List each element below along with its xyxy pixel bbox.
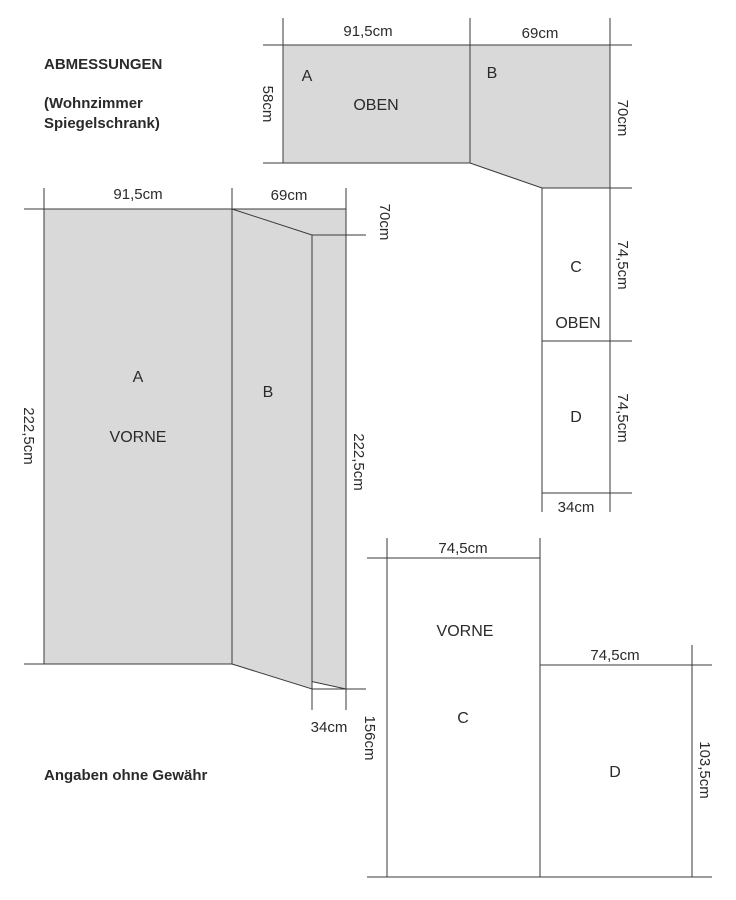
front-view-cd: 74,5cm 74,5cm 156cm 103,5cm VORNE C D bbox=[361, 538, 713, 878]
top-view-shape bbox=[282, 44, 611, 189]
top-view-label-a: A bbox=[302, 68, 313, 85]
drawing-title: ABMESSUNGEN bbox=[44, 56, 162, 73]
front-view-cd-width-c: 74,5cm bbox=[438, 540, 487, 557]
side-view-height-d: 74,5cm bbox=[614, 393, 631, 442]
top-view-depth-a: 58cm bbox=[259, 86, 276, 123]
side-view-panel-d bbox=[541, 340, 611, 494]
front-view-height-left: 222,5cm bbox=[20, 407, 37, 465]
drawing-subtitle-line2: Spiegelschrank) bbox=[44, 115, 160, 132]
front-view-label-b: B bbox=[263, 384, 274, 401]
top-view-label-b: B bbox=[487, 65, 498, 82]
drawing-subtitle-line1: (Wohnzimmer bbox=[44, 95, 143, 112]
side-view-label-c: C bbox=[570, 259, 582, 276]
front-view-label-a: A bbox=[133, 369, 144, 386]
top-view-depth-b: 70cm bbox=[614, 100, 631, 137]
front-view-width-b: 69cm bbox=[271, 187, 308, 204]
top-view-width-a: 91,5cm bbox=[343, 23, 392, 40]
front-view-cd-height-d: 103,5cm bbox=[696, 741, 713, 799]
front-view-panel-d bbox=[539, 664, 693, 878]
side-view-label-d: D bbox=[570, 409, 582, 426]
side-view-label-oben: OBEN bbox=[555, 315, 600, 332]
front-view-height-right: 222,5cm bbox=[350, 433, 367, 491]
front-view-cd-label-d: D bbox=[609, 764, 621, 781]
top-view-width-b: 69cm bbox=[522, 25, 559, 42]
front-view-panel-a bbox=[43, 208, 233, 665]
front-view-depth: 34cm bbox=[311, 719, 348, 736]
front-view-cd-label-vorne: VORNE bbox=[437, 623, 494, 640]
side-view-height-c: 74,5cm bbox=[614, 240, 631, 289]
top-view-ab: 91,5cm 69cm 58cm 70cm A B OBEN bbox=[259, 18, 632, 189]
front-view-cd-label-c: C bbox=[457, 710, 469, 727]
front-view-ab: 91,5cm 69cm 70cm 222,5cm 222,5cm 34cm A … bbox=[20, 186, 393, 736]
front-view-panel-c bbox=[386, 557, 541, 878]
side-view-depth: 34cm bbox=[558, 499, 595, 516]
side-view-cd: 74,5cm 74,5cm 34cm C OBEN D bbox=[541, 187, 632, 516]
front-view-width-a: 91,5cm bbox=[113, 186, 162, 203]
front-view-cd-height-c: 156cm bbox=[361, 715, 378, 760]
top-view-label-oben: OBEN bbox=[353, 97, 398, 114]
front-view-cd-width-d: 74,5cm bbox=[590, 647, 639, 664]
front-view-panel-b bbox=[231, 208, 313, 690]
disclaimer-text: Angaben ohne Gewähr bbox=[44, 767, 208, 784]
front-view-label-vorne: VORNE bbox=[110, 429, 167, 446]
front-view-offset: 70cm bbox=[376, 204, 393, 241]
